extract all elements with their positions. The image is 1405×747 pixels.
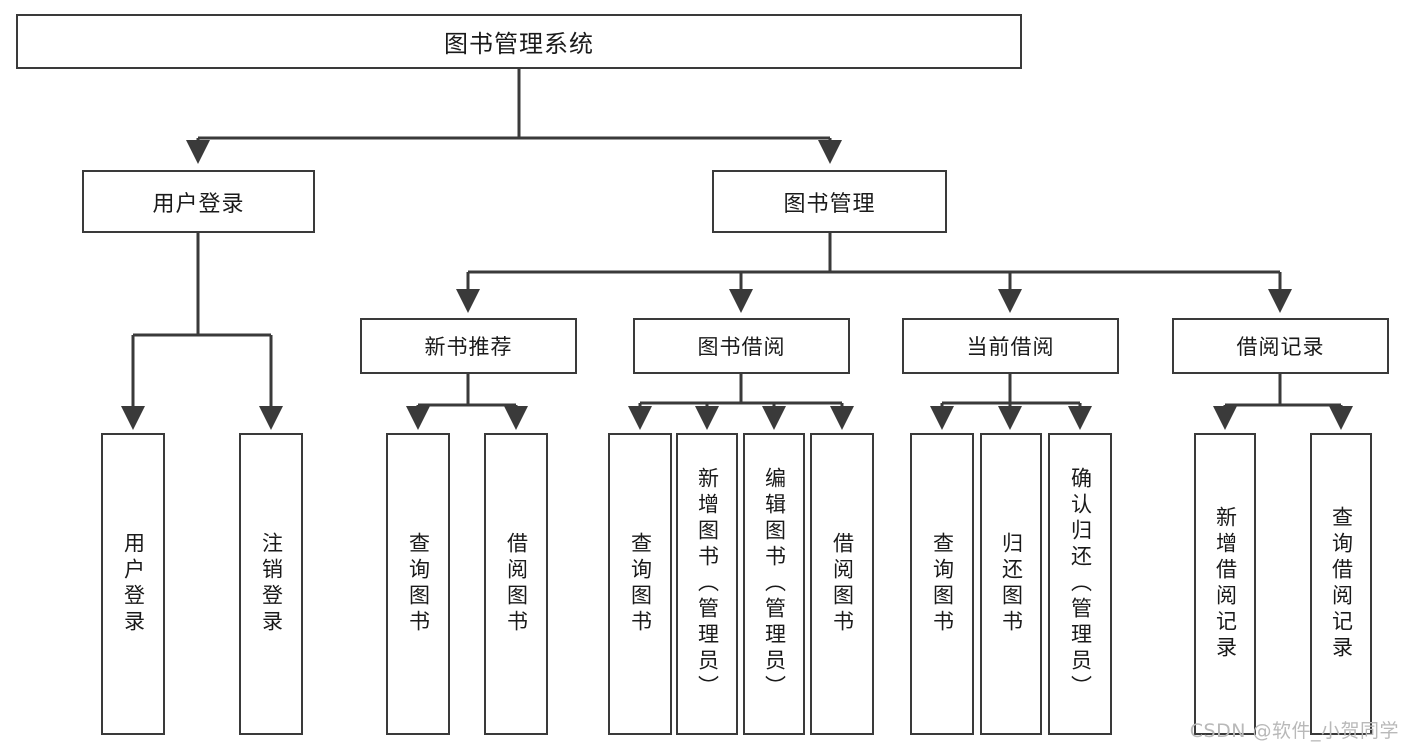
leaf-user-login[interactable]: 用户登录 <box>101 433 165 735</box>
leaf-query-book-current[interactable]: 查询图书 <box>910 433 974 735</box>
node-label: 借阅图书 <box>504 532 529 636</box>
leaf-confirm-return[interactable]: 确认归还（管理员） <box>1048 433 1112 735</box>
node-label: 图书借阅 <box>697 335 786 359</box>
node-label: 确认归还（管理员） <box>1068 467 1093 701</box>
node-label: 图书管理 <box>783 191 876 217</box>
node-label: 编辑图书（管理员） <box>762 467 787 701</box>
leaf-return-book[interactable]: 归还图书 <box>980 433 1042 735</box>
node-label: 用户登录 <box>152 191 245 217</box>
node-new-book-recommend[interactable]: 新书推荐 <box>360 318 577 374</box>
node-borrow-record[interactable]: 借阅记录 <box>1172 318 1389 374</box>
leaf-edit-book[interactable]: 编辑图书（管理员） <box>743 433 805 735</box>
leaf-query-borrow-record[interactable]: 查询借阅记录 <box>1310 433 1372 735</box>
node-label: 新增图书（管理员） <box>695 467 720 701</box>
node-label: 当前借阅 <box>966 335 1055 359</box>
node-label: 新增借阅记录 <box>1213 506 1238 662</box>
leaf-query-book-borrow[interactable]: 查询图书 <box>608 433 672 735</box>
node-label: 新书推荐 <box>424 335 513 359</box>
node-label: 借阅记录 <box>1236 335 1325 359</box>
watermark: CSDN @软件_小贺同学 <box>1189 720 1399 742</box>
node-label: 用户登录 <box>121 532 146 636</box>
leaf-query-book-recommend[interactable]: 查询图书 <box>386 433 450 735</box>
node-label: 归还图书 <box>999 532 1024 636</box>
node-label: 查询图书 <box>406 532 431 636</box>
leaf-borrow-book[interactable]: 借阅图书 <box>810 433 874 735</box>
node-book-manage[interactable]: 图书管理 <box>712 170 947 233</box>
node-label: 查询借阅记录 <box>1329 506 1354 662</box>
node-label: 图书管理系统 <box>444 30 594 58</box>
node-label: 查询图书 <box>930 532 955 636</box>
leaf-add-book[interactable]: 新增图书（管理员） <box>676 433 738 735</box>
node-label: 注销登录 <box>259 532 284 636</box>
node-label: 借阅图书 <box>830 532 855 636</box>
node-label: 查询图书 <box>628 532 653 636</box>
node-book-borrow[interactable]: 图书借阅 <box>633 318 850 374</box>
leaf-add-borrow-record[interactable]: 新增借阅记录 <box>1194 433 1256 735</box>
node-root-system[interactable]: 图书管理系统 <box>16 14 1022 69</box>
node-user-login[interactable]: 用户登录 <box>82 170 315 233</box>
leaf-logout[interactable]: 注销登录 <box>239 433 303 735</box>
leaf-borrow-book-recommend[interactable]: 借阅图书 <box>484 433 548 735</box>
node-current-borrow[interactable]: 当前借阅 <box>902 318 1119 374</box>
